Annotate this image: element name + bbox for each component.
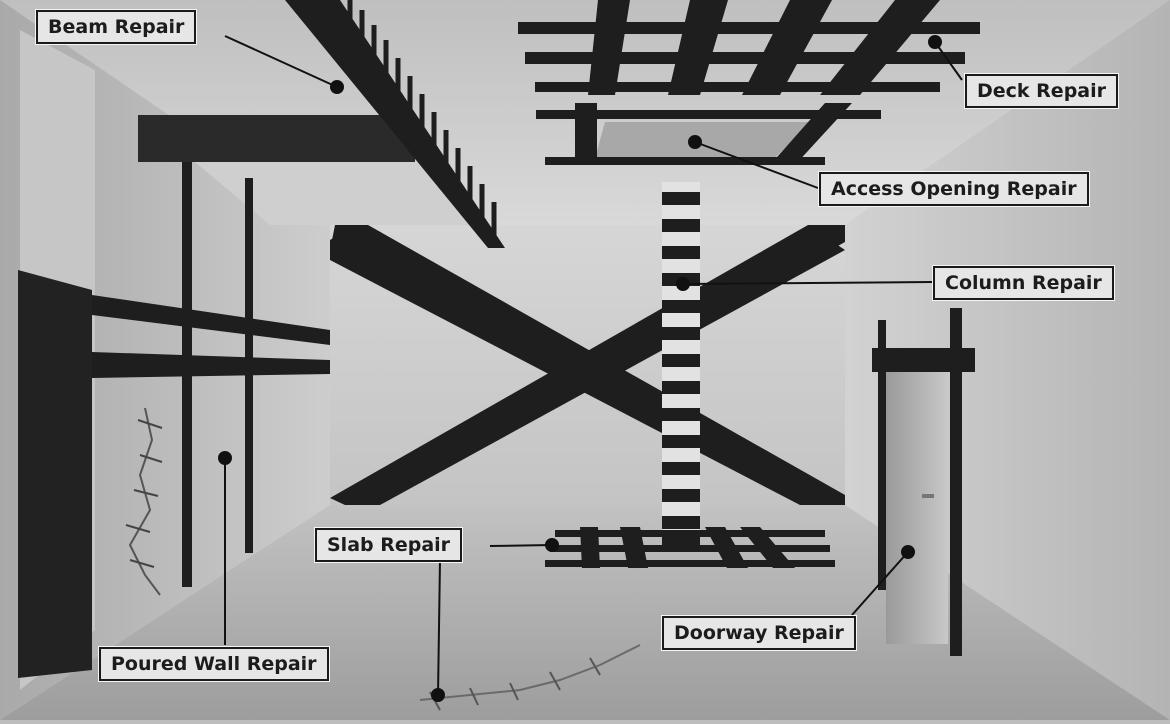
- poured-wall-pilaster-wrap: [18, 270, 92, 678]
- label-poured-wall-repair: Poured Wall Repair: [98, 646, 330, 682]
- deck-repair-grid: [518, 0, 980, 95]
- left-wall-horizontal-strips: [92, 295, 330, 378]
- door: [886, 372, 948, 644]
- label-access-opening-repair: Access Opening Repair: [818, 171, 1090, 207]
- label-slab-repair: Slab Repair: [313, 527, 464, 563]
- beam-repair-wrap: [285, 0, 505, 248]
- door-handle: [922, 494, 934, 498]
- back-wall-x-strips: [330, 225, 845, 505]
- label-doorway-repair: Doorway Repair: [661, 615, 857, 651]
- doorway-repair-frame: [872, 308, 975, 656]
- wall-crack: [128, 407, 161, 596]
- overhead-beam: [138, 115, 415, 162]
- access-opening-strips: [536, 103, 881, 165]
- leader-lines: [218, 35, 963, 702]
- label-beam-repair: Beam Repair: [34, 9, 198, 45]
- floor-crack: [419, 644, 641, 701]
- beam-underside: [195, 162, 470, 225]
- access-opening: [595, 122, 810, 158]
- wall-crack-stitches: [125, 419, 163, 568]
- label-deck-repair: Deck Repair: [964, 73, 1119, 109]
- label-column-repair: Column Repair: [932, 265, 1115, 301]
- slab-repair-grid: [545, 527, 835, 568]
- beam-repair-stripes: [347, 0, 497, 240]
